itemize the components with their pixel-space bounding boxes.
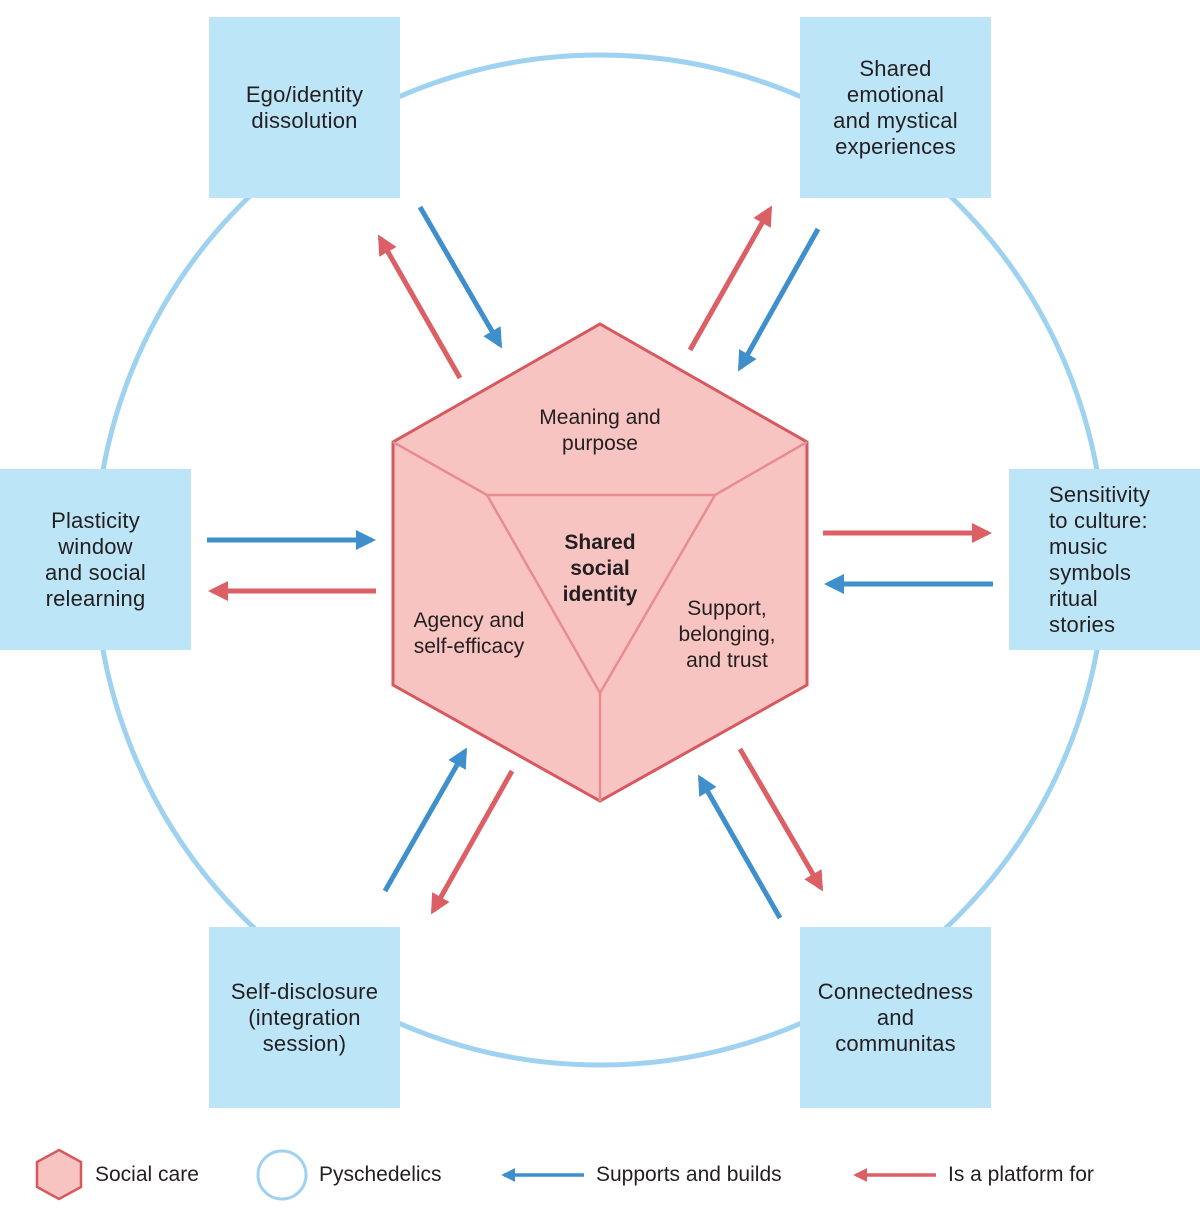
box-shared-emotional-label: Shared emotional and mystical experience… (833, 55, 958, 159)
legend-social-care-label: Social care (95, 1163, 199, 1186)
arrow-platform-ego (377, 234, 463, 380)
box-plasticity-label: Plasticity window and social relearning (44, 507, 147, 611)
box-connectedness-label: Connectedness and communitas (817, 978, 974, 1056)
arrow-supports-shared-emotional (737, 227, 821, 372)
face-support-belonging-trust: Support, belonging, and trust (678, 597, 776, 672)
box-ego-identity-dissolution: Ego/identity dissolution (209, 17, 400, 198)
shared-identity-triangle (484, 493, 718, 696)
face-agency-self-efficacy: Agency and self-efficacy (413, 609, 525, 658)
arrow-platform-connectedness (737, 747, 824, 892)
center-shared-social-identity: Shared social identity (562, 531, 638, 606)
arrow-supports-ego (417, 205, 503, 349)
box-self-disclosure: Self-disclosure (integration session) (209, 927, 400, 1108)
box-sensitivity-label: Sensitivity to culture: music symbols ri… (1049, 481, 1151, 637)
box-self-disclosure-label: Self-disclosure (integration session) (230, 978, 379, 1056)
box-plasticity-window: Plasticity window and social relearning (0, 469, 191, 650)
face-meaning-and-purpose: Meaning and purpose (539, 406, 661, 455)
legend-psychedelics-icon (256, 1149, 308, 1201)
legend-psychedelics-label: Pyschedelics (319, 1163, 442, 1186)
box-shared-emotional-experiences: Shared emotional and mystical experience… (800, 17, 991, 198)
legend-supports-label: Supports and builds (596, 1163, 782, 1186)
box-sensitivity-to-culture: Sensitivity to culture: music symbols ri… (1009, 469, 1200, 650)
legend-platform-label: Is a platform for (948, 1163, 1094, 1186)
legend-social-care-icon (35, 1148, 83, 1201)
arrow-supports-self-disclosure (382, 747, 468, 893)
social-care-hexagon (391, 322, 809, 803)
box-ego-label: Ego/identity dissolution (245, 81, 364, 133)
arrow-platform-shared-emotional (687, 205, 773, 352)
arrow-supports-connectedness (697, 774, 783, 920)
box-connectedness: Connectedness and communitas (800, 927, 991, 1108)
arrow-platform-self-disclosure (430, 769, 515, 915)
